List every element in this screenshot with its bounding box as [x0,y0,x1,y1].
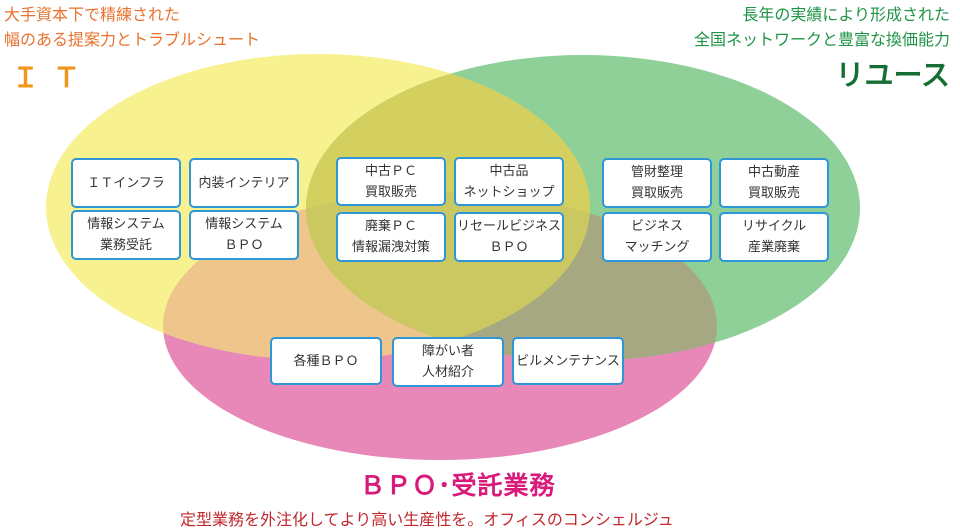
service-box: 情報システム業務受託 [71,210,181,260]
service-box-label: 障がい者 [421,344,474,359]
service-box: リセールビジネス ＢＰＯ [454,212,564,262]
service-box-label: ビルメンテナンス [516,353,620,369]
service-box-label: 業務受託 [99,238,152,253]
service-box-label: ビジネス [630,219,683,234]
it-desc-line: 大手資本下で精練された [4,5,181,24]
service-box-label: ＩＴインフラ [87,175,165,191]
service-box: ＩＴインフラ [71,158,181,208]
service-box: 各種ＢＰＯ [270,337,382,385]
service-box-label: ＢＰＯ [489,240,529,255]
service-box: 管財整理買取販売 [602,158,712,208]
bpo-description: 定型業務を外注化してより高い生産性を。オフィスのコンシェルジュ [180,510,674,529]
service-box-label: 買取販売 [364,184,417,200]
service-box-label: 内装インテリア [198,175,290,191]
reuse-description: 長年の実績により形成された 全国ネットワークと豊富な換価能力 [694,2,950,52]
it-description: 大手資本下で精練された 幅のある提案力とトラブルシュート [4,2,260,52]
service-box: リサイクル産業廃棄 [719,212,829,262]
service-box-label: 中古動産 [747,165,800,180]
service-box: ビジネスマッチング [602,212,712,262]
service-box-label: 管財整理 [630,165,683,180]
reuse-title: リユース [835,58,950,92]
service-box-label: 情報システム [205,217,283,232]
it-desc-line: 幅のある提案力とトラブルシュート [4,30,261,49]
service-box-label: 中古品 [489,163,529,179]
service-box-label: 中古ＰＣ [364,163,417,179]
service-box-label: 買取販売 [747,186,800,201]
bpo-title: ＢＰＯ･受託業務 [360,471,556,500]
service-box: 内装インテリア [189,158,299,208]
service-box: 中古動産買取販売 [719,158,829,208]
service-box-label: ネットショップ [463,184,555,200]
service-box-label: 買取販売 [630,186,683,201]
reuse-desc-line: 長年の実績により形成された [742,5,950,24]
service-box: 廃棄ＰＣ 情報漏洩対策 [336,212,446,262]
center-overlap [306,192,590,360]
service-box-label: 情報漏洩対策 [351,240,430,255]
reuse-desc-line: 全国ネットワークと豊富な換価能力 [693,30,950,49]
service-box: 障がい者人材紹介 [392,337,504,387]
service-box-label: リサイクル [741,219,807,234]
service-box: 中古品ネットショップ [454,157,564,206]
service-box: 中古ＰＣ 買取販売 [336,157,446,206]
service-box-label: 情報システム [87,217,165,232]
service-box: 情報システム ＢＰＯ [189,210,299,260]
service-box-label: 人材紹介 [421,365,474,380]
service-box-label: ＢＰＯ [224,238,264,253]
service-box-label: リセールビジネス [456,219,561,234]
service-box-label: 産業廃棄 [747,240,800,255]
service-box-label: マッチング [624,240,690,255]
service-box: ビルメンテナンス [512,337,624,385]
it-title: ＩＴ [12,63,94,94]
service-box-label: 各種ＢＰＯ [293,353,359,369]
service-box-label: 廃棄ＰＣ [364,219,417,234]
